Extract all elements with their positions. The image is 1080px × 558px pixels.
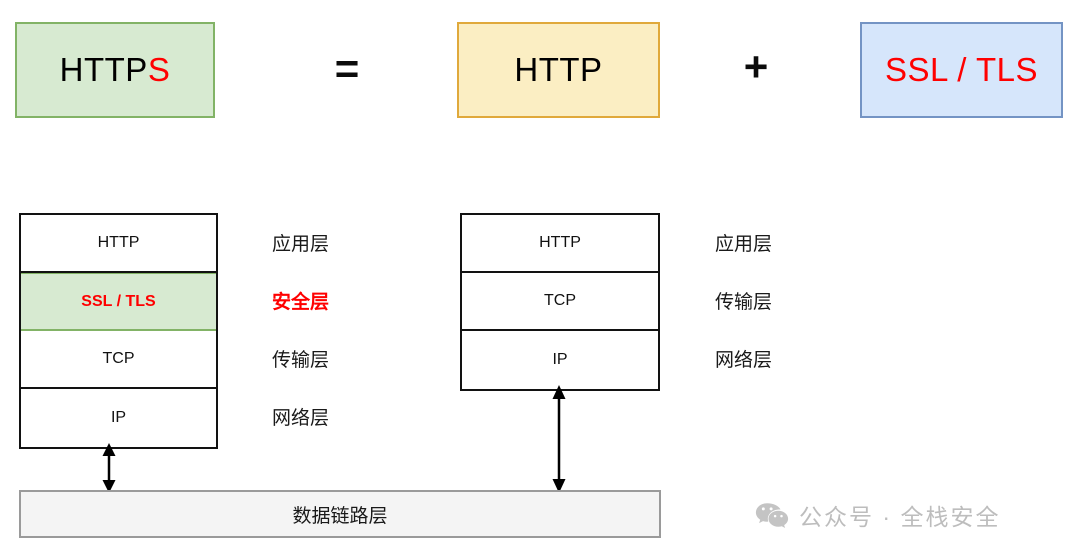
http-protocol-stack: HTTP TCP IP <box>460 213 660 391</box>
https-protocol-stack: HTTP SSL / TLS TCP IP <box>19 213 218 449</box>
stack-layer-ip: IP <box>21 389 216 447</box>
layer-label-application: 应用层 <box>272 233 330 255</box>
ssl-tls-box-label: SSL / TLS <box>884 51 1039 88</box>
watermark-text: 公众号 · 全栈安全 <box>799 504 1001 530</box>
layer-label-transport: 传输层 <box>715 291 773 313</box>
https-box-label: HTTPS <box>60 51 171 89</box>
http-stack-labels: 应用层 传输层 网络层 <box>715 213 772 387</box>
layer-label-network: 网络层 <box>272 407 330 429</box>
stack-layer-http: HTTP <box>462 215 658 273</box>
stack-layer-http: HTTP <box>21 215 216 273</box>
ssl-tls-box: SSL / TLS <box>860 22 1063 118</box>
http-box-label: HTTP <box>514 51 603 88</box>
equals-operator: = <box>334 45 360 92</box>
stack-layer-ip: IP <box>462 331 658 389</box>
http-box: HTTP <box>457 22 660 118</box>
stack-layer-ssl-tls: SSL / TLS <box>21 273 216 331</box>
https-box: HTTPS <box>15 22 215 118</box>
layer-label-security: 安全层 <box>272 291 330 313</box>
data-link-layer-label: 数据链路层 <box>292 505 388 527</box>
stack-layer-tcp: TCP <box>21 331 216 389</box>
data-link-layer-bar: 数据链路层 <box>19 490 661 538</box>
layer-label-network: 网络层 <box>715 349 773 371</box>
https-box-highlight: S <box>147 51 171 88</box>
wechat-icon <box>755 502 789 529</box>
https-stack-labels: 应用层 安全层 传输层 网络层 <box>272 213 329 445</box>
stack-layer-tcp: TCP <box>462 273 658 331</box>
double-arrow-icon <box>552 385 566 493</box>
plus-operator: + <box>743 43 769 90</box>
https-box-prefix: HTTP <box>59 51 148 88</box>
watermark: 公众号 · 全栈安全 <box>755 498 1000 532</box>
layer-label-transport: 传输层 <box>272 349 330 371</box>
double-arrow-icon <box>102 443 116 493</box>
layer-label-application: 应用层 <box>715 233 773 255</box>
